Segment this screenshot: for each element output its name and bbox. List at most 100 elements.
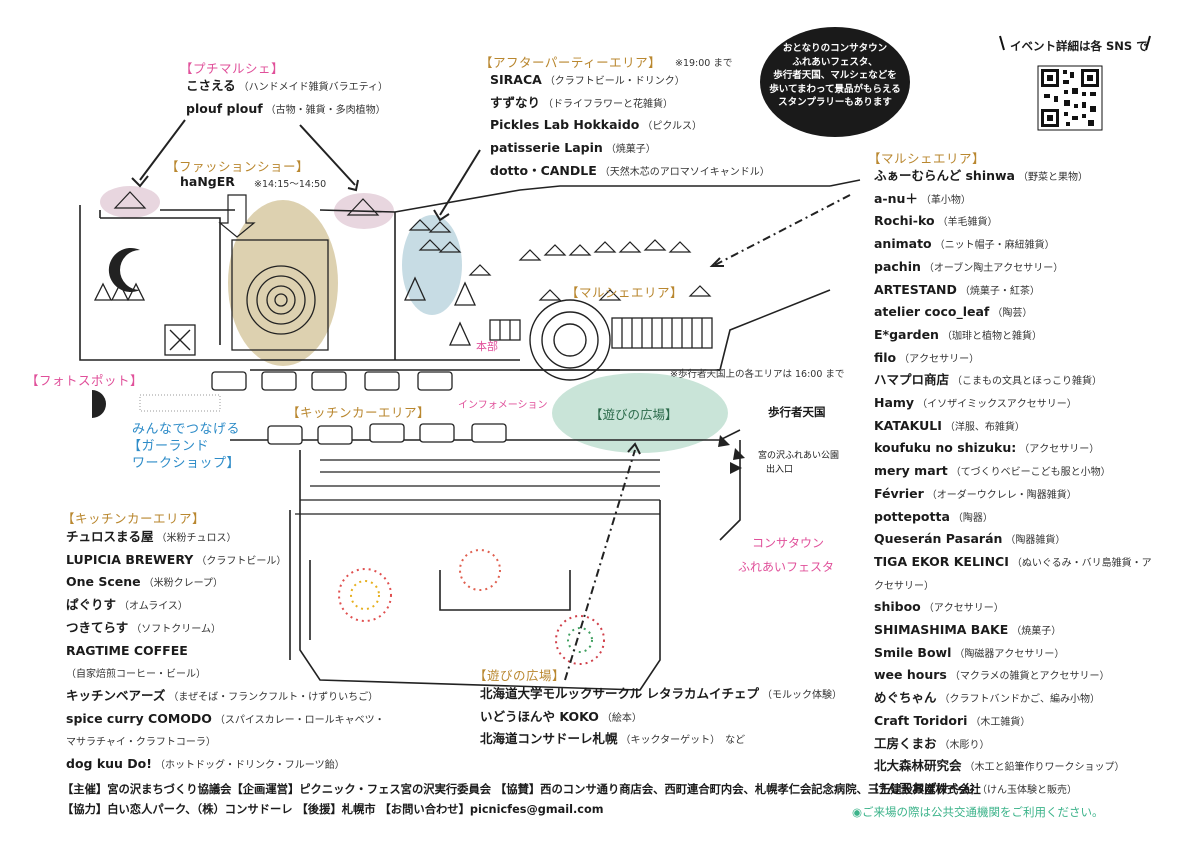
stamp-rally-bubble: [760, 27, 910, 137]
list-item: ARTESTAND（焼菓子・紅茶）: [874, 280, 1152, 303]
photo-spot-grid: [139, 394, 221, 412]
footer-transit-note: ◉ご来場の際は公共交通機関をご利用ください。: [852, 805, 1104, 819]
list-item: けん玉おばけ〜ん（けん玉体験と販売）: [874, 779, 1152, 802]
list-item-name: koufuku no shizuku:: [874, 440, 1017, 456]
list-item: plouf plouf（古物・雑貨・多肉植物）: [186, 100, 386, 116]
qr-code-icon: [1037, 65, 1103, 131]
list-item-name: a-nu＋: [874, 190, 918, 206]
list-item-name: One Scene: [66, 574, 141, 590]
fashion-show-name: haNgER: [180, 174, 235, 189]
ladder-bridge: [489, 317, 713, 349]
list-item: Pickles Lab Hokkaido（ピクルス）: [490, 117, 703, 133]
list-item: ぱぐりす（オムライス）: [66, 595, 385, 618]
kitchen-car-heading: 【キッチンカーエリア】: [62, 511, 206, 526]
list-item-desc: （アクセサリー）: [899, 353, 980, 365]
map-label-play-plaza: 【遊びの広場】: [590, 407, 678, 422]
list-item: filo（アクセサリー）: [874, 348, 1152, 371]
fashion-show-stage-area: [228, 200, 338, 366]
list-item-desc: （陶芸）: [992, 308, 1033, 320]
list-item-desc: （てづくりベビーこども服と小物）: [950, 467, 1111, 479]
map-label-garland-1: みんなでつなげる: [132, 422, 241, 437]
list-item-desc: （陶磁器アクセサリー）: [954, 648, 1065, 660]
list-item-name: キッチンベアーズ: [66, 687, 166, 703]
list-item: 北大森林研究会（木工と鉛筆作りワークショップ）: [874, 756, 1152, 779]
list-item: Février（オーダーウクレレ・陶器雑貨）: [874, 484, 1152, 507]
list-item: Smile Bowl（陶磁器アクセサリー）: [874, 643, 1152, 666]
list-item-name: チュロスまる屋: [66, 529, 154, 544]
list-item-desc: （米粉チュロス）: [156, 533, 237, 544]
list-item-name: つきてらす: [66, 619, 129, 635]
list-item: KATAKULI（洋服、布雑貨）: [874, 416, 1152, 439]
list-item: チュロスまる屋（米粉チュロス）: [66, 527, 385, 550]
list-item-desc: マサラチャイ・クラフトコーラ）: [66, 737, 216, 749]
list-item-desc: （クラフトビール）: [196, 555, 287, 567]
list-item-name: atelier coco_leaf: [874, 304, 990, 320]
list-item: SIRACA（クラフトビール・ドリンク）: [490, 72, 685, 87]
list-item: atelier coco_leaf（陶芸）: [874, 302, 1152, 325]
list-item: TIGA EKOR KELINCI（ぬいぐるみ・バリ島雑貨・ア: [874, 552, 1152, 575]
after-party-area: [402, 215, 462, 315]
list-item-name: ARTESTAND: [874, 281, 957, 297]
list-item: 北海道コンサドーレ札幌（キックターゲット） など: [480, 731, 746, 747]
photo-spot-marker: [92, 390, 106, 418]
kitchen-car-list: チュロスまる屋（米粉チュロス）LUPICIA BREWERY（クラフトビール）O…: [66, 527, 385, 777]
list-item: a-nu＋（革小物）: [874, 189, 1152, 212]
list-item: LUPICIA BREWERY（クラフトビール）: [66, 550, 385, 573]
list-item-desc: （自家焙煎コーヒー・ビール）: [66, 669, 206, 681]
trees: [93, 276, 477, 346]
map-label-photo-spot: 【フォトスポット】: [26, 373, 144, 388]
map-label-pedestrian-note: ※歩行者天国上の各エリアは 16:00 まで: [670, 369, 845, 380]
list-item: クセサリー）: [874, 575, 1152, 598]
play-plaza-area: [552, 373, 728, 453]
list-item-desc: （陶器雑貨）: [1005, 535, 1066, 547]
list-item: mery mart（てづくりベビーこども服と小物）: [874, 461, 1152, 484]
list-item-name: animato: [874, 236, 932, 252]
photo-crescent: [108, 247, 140, 292]
list-item: こさえる（ハンドメイド雑貨バラエティ）: [186, 78, 389, 93]
list-item-name: 北大森林研究会: [874, 758, 962, 774]
list-item-desc: （オーブン陶土アクセサリー）: [923, 262, 1064, 274]
list-item: すずなり（ドライフラワーと花雑貨）: [490, 94, 674, 110]
list-item-desc: （焼菓子）: [1011, 626, 1062, 638]
list-item-desc: （陶器）: [952, 512, 993, 524]
list-item: Rochi-ko（羊毛雑貨）: [874, 211, 1152, 234]
list-item-desc: （革小物）: [920, 194, 971, 206]
list-item-name: Février: [874, 485, 924, 501]
list-item-name: KATAKULI: [874, 417, 942, 433]
list-item-desc: （木工と鉛筆作りワークショップ）: [964, 762, 1125, 774]
list-item: マサラチャイ・クラフトコーラ）: [66, 731, 385, 754]
list-item-name: dog kuu Do!: [66, 756, 152, 772]
after-party-heading: 【アフターパーティーエリア】: [480, 55, 662, 70]
map-label-park-entrance-1: 宮の沢ふれあい公園: [758, 451, 840, 461]
list-item-name: ぱぐりす: [66, 597, 117, 613]
list-item-name: pachin: [874, 258, 921, 274]
list-item-desc: （ぬいぐるみ・バリ島雑貨・ア: [1011, 557, 1152, 569]
map-label-consa-1: コンサタウン: [752, 536, 825, 550]
list-item-name: ふぁーむらんど shinwa: [874, 168, 1015, 183]
footer-line-2: 【協力】白い恋人パーク、（株）コンサドーレ 【後援】札幌市 【お問い合わせ】pi…: [62, 803, 604, 816]
list-item: koufuku no shizuku:（アクセサリー）: [874, 438, 1152, 461]
fashion-show-time: ※14:15〜14:50: [254, 179, 327, 190]
list-item: wee hours（マクラメの雑貨とアクセサリー）: [874, 665, 1152, 688]
list-item: RAGTIME COFFEE: [66, 641, 385, 664]
list-item-desc: （珈琲と植物と雑貨）: [941, 330, 1042, 342]
list-item: Craft Toridori（木工雑貨）: [874, 711, 1152, 734]
list-item-desc: （焼菓子・紅茶）: [959, 285, 1040, 297]
list-item: shiboo（アクセサリー）: [874, 597, 1152, 620]
list-item-name: Hamy: [874, 395, 915, 411]
kitchen-cars: [211, 371, 507, 445]
list-item-name: 工房くまお: [874, 735, 937, 751]
fashion-entry-arrow: [218, 194, 256, 238]
list-item-name: shiboo: [874, 599, 921, 615]
list-item: dotto・CANDLE（天然木芯のアロマソイキャンドル）: [490, 162, 770, 178]
road-stripes: [295, 459, 660, 515]
fashion-show-heading: 【ファッションショー】: [166, 159, 310, 174]
petit-marche-list: こさえる（ハンドメイド雑貨バラエティ） plouf plouf（古物・雑貨・多肉…: [186, 76, 388, 121]
stamp-rally-text: おとなりのコンサタウン ふれあいフェスタ、 歩行者天国、マルシェなどを 歩いてま…: [769, 43, 901, 108]
list-item: 工房くまお（木彫り）: [874, 734, 1152, 757]
list-item-name: TIGA EKOR KELINCI: [874, 553, 1009, 569]
list-item: Hamy（イソザイミックスアクセサリー）: [874, 393, 1152, 416]
sns-slash-marks: [999, 35, 1151, 51]
